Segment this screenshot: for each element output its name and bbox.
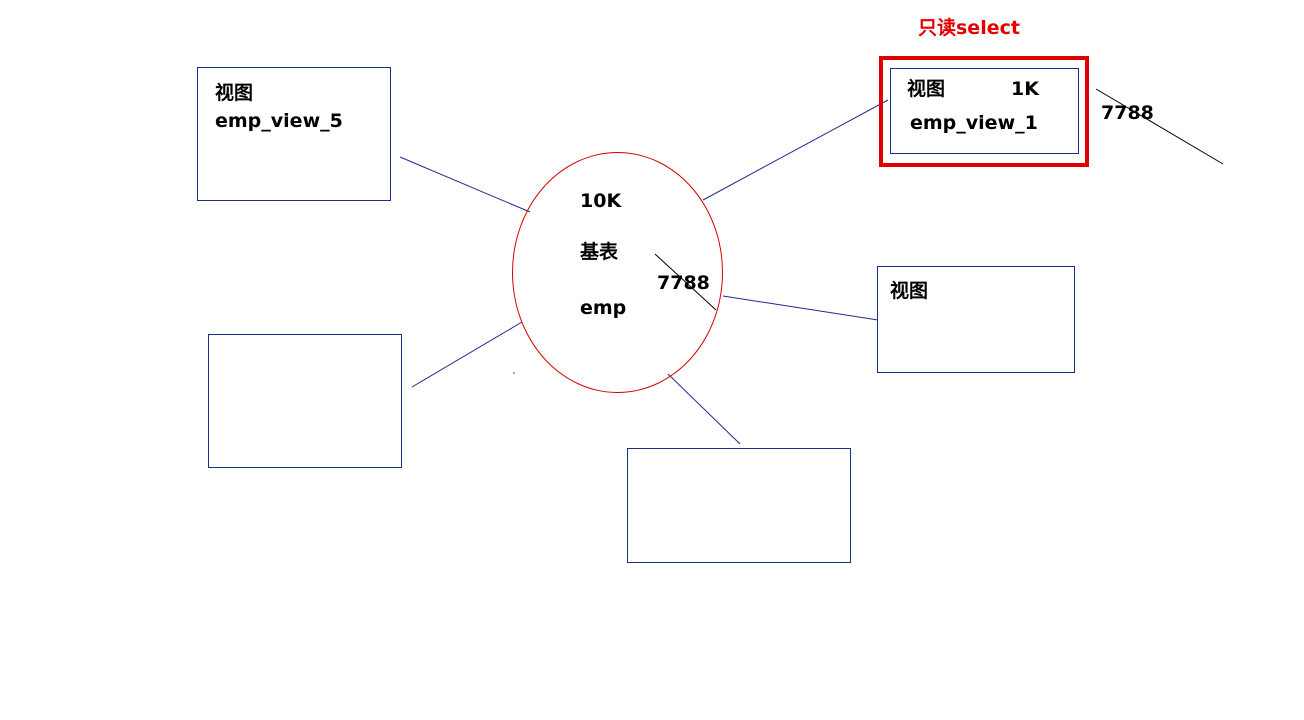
readonly-annotation: 只读select — [918, 17, 1020, 39]
base-table-ellipse — [512, 152, 723, 393]
record-pointer-view-1 — [1095, 88, 1224, 165]
base-table-name: emp — [580, 297, 627, 319]
connector-box-left — [411, 321, 523, 388]
view-1-size: 1K — [1011, 78, 1039, 100]
connector-view-1 — [702, 99, 889, 201]
base-table-size: 10K — [580, 190, 622, 212]
stray-dot — [513, 372, 515, 374]
empty-box-bottom — [627, 448, 851, 563]
connector-box-bottom — [667, 373, 741, 445]
base-table-record: 7788 — [657, 272, 710, 294]
readonly-highlight-frame — [879, 56, 1089, 167]
view-box-emp-view-1 — [890, 68, 1079, 154]
view-1-kind: 视图 — [907, 78, 946, 100]
view-1-record: 7788 — [1101, 102, 1154, 124]
connector-view-right — [722, 295, 879, 321]
base-table-kind: 基表 — [580, 241, 619, 263]
view-5-name: emp_view_5 — [215, 110, 343, 132]
view-right-kind: 视图 — [890, 280, 929, 302]
view-box-emp-view-5 — [197, 67, 391, 201]
view-1-name: emp_view_1 — [910, 112, 1038, 134]
view-5-kind: 视图 — [215, 82, 254, 104]
view-box-right — [877, 266, 1075, 373]
empty-box-left — [208, 334, 402, 468]
connector-view-5 — [399, 156, 531, 213]
